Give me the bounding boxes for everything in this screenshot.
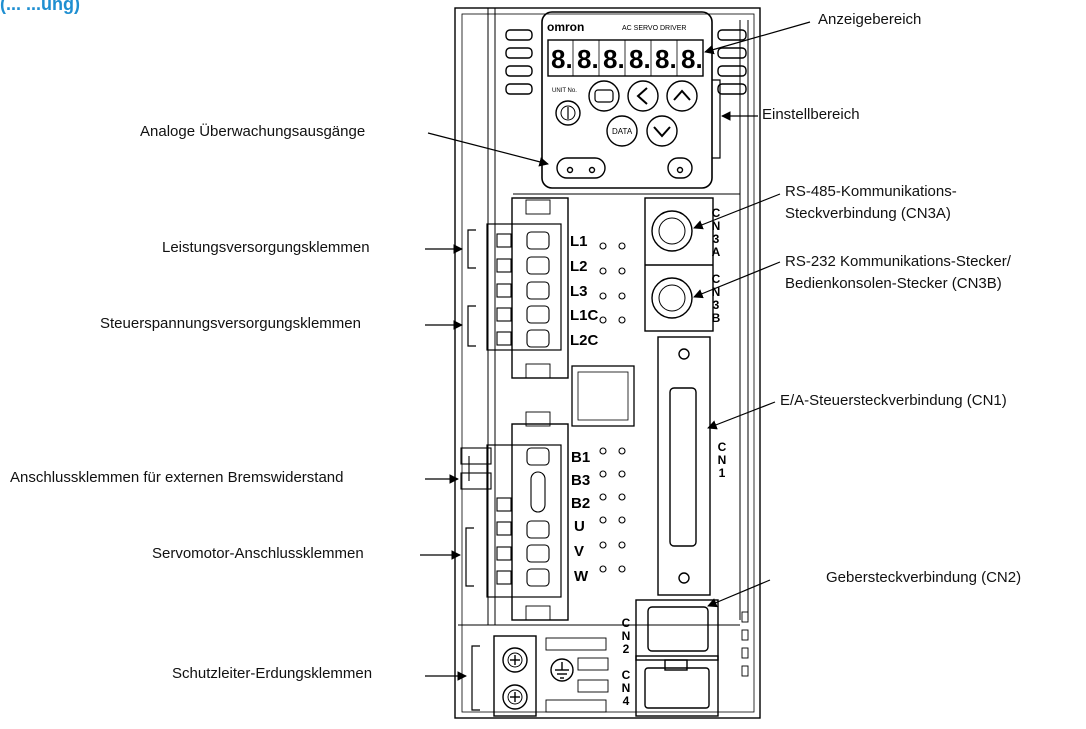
- analog-monitor-connector: [557, 158, 605, 178]
- cn1-label: CN1: [715, 440, 729, 479]
- callout-bremswiderstand: Anschlussklemmen für externen Bremswider…: [10, 468, 343, 488]
- up-key: [667, 81, 697, 111]
- svg-text:L1: L1: [570, 233, 588, 250]
- svg-text:8.: 8.: [551, 44, 573, 74]
- cn3b-label: CN3B: [709, 272, 723, 324]
- svg-text:L2: L2: [570, 258, 588, 275]
- callout-rs485-line2: Steckverbindung (CN3A): [785, 204, 951, 224]
- svg-text:8.: 8.: [681, 44, 703, 74]
- lower-terminal-labels: B1 B3 B2 U V W: [571, 449, 590, 585]
- cn1-housing: [658, 337, 710, 595]
- svg-text:8.: 8.: [655, 44, 677, 74]
- callout-geber: Gebersteckverbindung (CN2): [826, 568, 1021, 588]
- cn4-label: CN4: [619, 668, 633, 707]
- display-digits: 8. 8. 8. 8. 8. 8.: [551, 44, 703, 74]
- svg-text:B1: B1: [571, 449, 590, 466]
- callout-anzeigebereich: Anzeigebereich: [818, 10, 921, 30]
- front-panel: [542, 12, 712, 188]
- right-vent-slots: [718, 30, 746, 94]
- callout-servomotor: Servomotor-Anschlussklemmen: [152, 544, 364, 564]
- callout-schutzleiter: Schutzleiter-Erdungsklemmen: [172, 664, 372, 684]
- callout-leistung: Leistungsversorgungsklemmen: [162, 238, 370, 258]
- svg-text:W: W: [574, 568, 589, 585]
- housing-outline: [455, 8, 760, 718]
- data-key-label: DATA: [612, 127, 633, 136]
- svg-text:L3: L3: [570, 283, 588, 300]
- brand-logo: omron: [547, 20, 584, 34]
- svg-text:L1C: L1C: [570, 307, 599, 324]
- callout-analog-monitor: Analoge Überwachungsausgänge: [140, 122, 365, 142]
- cn1-connector: [670, 388, 696, 546]
- callout-ea-steuer: E/A-Steuersteckverbindung (CN1): [780, 391, 1007, 411]
- svg-text:8.: 8.: [603, 44, 625, 74]
- left-vent-slots: [506, 30, 532, 94]
- upper-terminal-labels: L1 L2 L3 L1C L2C: [570, 233, 599, 349]
- callout-rs232-line2: Bedienkonsolen-Stecker (CN3B): [785, 274, 1002, 294]
- svg-text:8.: 8.: [629, 44, 651, 74]
- callout-rs232-line1: RS-232 Kommunikations-Stecker/: [785, 252, 1011, 272]
- brake-jumper: [461, 448, 545, 512]
- svg-text:B2: B2: [571, 495, 590, 512]
- upper-terminal-screws: [497, 232, 549, 347]
- shift-key: [628, 81, 658, 111]
- mode-key: [589, 81, 619, 111]
- cn2-connector: [648, 607, 708, 651]
- model-label: AC SERVO DRIVER: [622, 25, 686, 32]
- cn3a-connector: [652, 211, 692, 251]
- down-key: [647, 116, 677, 146]
- cn3a-label: CN3A: [709, 206, 723, 258]
- center-window: [572, 366, 634, 426]
- lower-terminal-screws: [497, 448, 549, 586]
- cn2-label: CN2: [619, 616, 633, 655]
- lower-terminal-block: [487, 412, 568, 620]
- svg-text:B3: B3: [571, 472, 590, 489]
- svg-text:L2C: L2C: [570, 332, 599, 349]
- svg-text:8.: 8.: [577, 44, 599, 74]
- callout-einstellbereich: Einstellbereich: [762, 105, 860, 125]
- cn3b-connector: [652, 278, 692, 318]
- callout-steuerspannung: Steuerspannungsversorgungsklemmen: [100, 314, 361, 334]
- cn4-housing: [636, 656, 718, 716]
- lower-led-dots: [600, 448, 625, 572]
- cn4-connector: [645, 668, 709, 708]
- upper-led-dots: [600, 243, 625, 323]
- svg-text:V: V: [574, 543, 584, 560]
- unit-no-label: UNIT No.: [552, 88, 577, 94]
- svg-text:U: U: [574, 518, 585, 535]
- callout-rs485-line1: RS-485-Kommunikations-: [785, 182, 957, 202]
